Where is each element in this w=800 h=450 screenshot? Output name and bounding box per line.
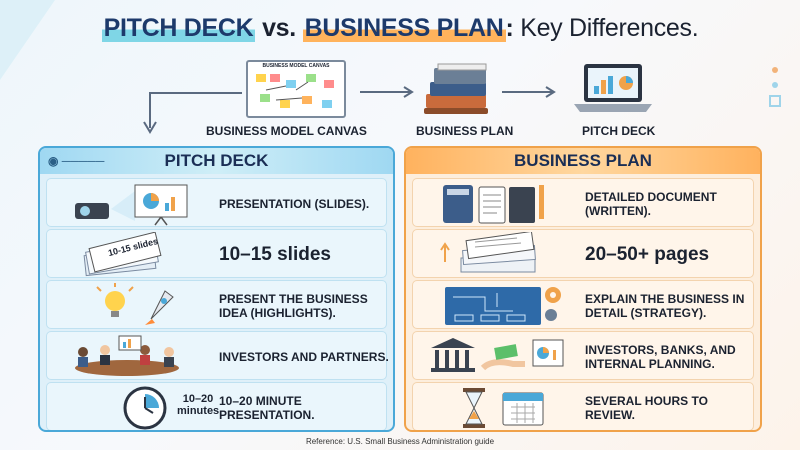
- business-model-canvas-board: BUSINESS MODEL CANVAS: [246, 60, 346, 118]
- pitch-deck-panel: ◉ ───── PITCH DECK PRESENTATION (SLIDES)…: [38, 146, 395, 432]
- document-stack-icon: [440, 232, 536, 273]
- pitch-deck-laptop: [572, 58, 654, 118]
- page-title: PITCH DECK vs. BUSINESS PLAN: Key Differ…: [0, 14, 800, 43]
- title-key-differences: Key Differences.: [520, 14, 699, 42]
- reference-footer: Reference: U.S. Small Business Administr…: [305, 437, 495, 446]
- plan-audience-text: INVESTORS, BANKS, AND INTERNAL PLANNING.: [585, 342, 736, 371]
- meeting-icon: [75, 335, 179, 376]
- binder-icon: [443, 185, 544, 224]
- business-plan-panel: BUSINESS PLAN DETAILED DOCUMENT (WRITTEN…: [404, 146, 762, 432]
- plan-row-purpose: EXPLAIN THE BUSINESS IN DETAIL (STRATEGY…: [412, 280, 754, 329]
- business-plan-heading: BUSINESS PLAN: [406, 148, 760, 174]
- plan-row-format: DETAILED DOCUMENT (WRITTEN).: [412, 178, 754, 227]
- canvas-board-title: BUSINESS MODEL CANVAS: [262, 63, 330, 69]
- flow-arrow-icon: [502, 86, 556, 98]
- business-plan-books: [420, 58, 492, 118]
- whiteboard-icon: [246, 60, 346, 118]
- hourglass-calendar-icon: [463, 388, 544, 428]
- pitch-row-length: 10-15 slides 10–15 slides: [46, 229, 387, 278]
- blueprint-icon: [445, 287, 561, 325]
- slides-stack-icon: [83, 232, 162, 277]
- pitch-duration-text: 10–20 MINUTE PRESENTATION.: [219, 393, 315, 422]
- flow-label-plan: BUSINESS PLAN: [416, 124, 514, 138]
- pitch-row-audience: INVESTORS AND PARTNERS.: [46, 331, 389, 380]
- title-business-plan: BUSINESS PLAN: [302, 14, 506, 42]
- flow-arrow-icon: [360, 86, 414, 98]
- pitch-deck-heading-text: PITCH DECK: [164, 151, 269, 170]
- flow-label-canvas: BUSINESS MODEL CANVAS: [206, 124, 367, 138]
- plan-duration-text: SEVERAL HOURS TO REVIEW.: [585, 393, 708, 422]
- pitch-row-format: PRESENTATION (SLIDES).: [46, 178, 387, 227]
- pitch-deck-heading: ◉ ───── PITCH DECK: [40, 148, 393, 174]
- corner-decoration-icon: [0, 0, 55, 80]
- title-vs: vs.: [262, 14, 296, 42]
- pitch-row-purpose: PRESENT THE BUSINESS IDEA (HIGHLIGHTS).: [46, 280, 387, 329]
- laptop-icon: [574, 64, 652, 112]
- plan-row-length: 20–50+ pages: [412, 229, 754, 278]
- plan-purpose-text: EXPLAIN THE BUSINESS IN DETAIL (STRATEGY…: [585, 291, 745, 320]
- business-plan-heading-text: BUSINESS PLAN: [514, 151, 652, 170]
- clock-minutes-label: 10–20 minutes: [177, 393, 220, 417]
- pitch-length-text: 10–15 slides: [219, 243, 331, 265]
- title-pitch-deck: PITCH DECK: [101, 14, 256, 42]
- projector-icon: [75, 184, 188, 226]
- books-icon: [424, 63, 488, 114]
- plan-row-audience: INVESTORS, BANKS, AND INTERNAL PLANNING.: [412, 331, 754, 380]
- window-dots-icon: ◉ ─────: [48, 154, 105, 168]
- title-colon: :: [505, 14, 514, 42]
- pitch-row-duration: 10–20 minutes 10–20 MINUTE PRESENTATION.: [46, 382, 387, 430]
- dots-decoration-icon: [769, 67, 781, 107]
- plan-row-duration: SEVERAL HOURS TO REVIEW.: [412, 382, 754, 430]
- bank-money-icon: [431, 338, 564, 372]
- lightbulb-rocket-icon: [96, 283, 174, 325]
- pitch-format-text: PRESENTATION (SLIDES).: [219, 196, 370, 211]
- pitch-audience-text: INVESTORS AND PARTNERS.: [219, 349, 389, 364]
- flow-label-deck: PITCH DECK: [582, 124, 656, 138]
- clock-icon: [123, 386, 167, 430]
- flow-curve-arrow-icon: [143, 92, 242, 134]
- plan-length-text: 20–50+ pages: [585, 243, 710, 265]
- pitch-purpose-text: PRESENT THE BUSINESS IDEA (HIGHLIGHTS).: [219, 291, 368, 320]
- plan-format-text: DETAILED DOCUMENT (WRITTEN).: [585, 189, 717, 218]
